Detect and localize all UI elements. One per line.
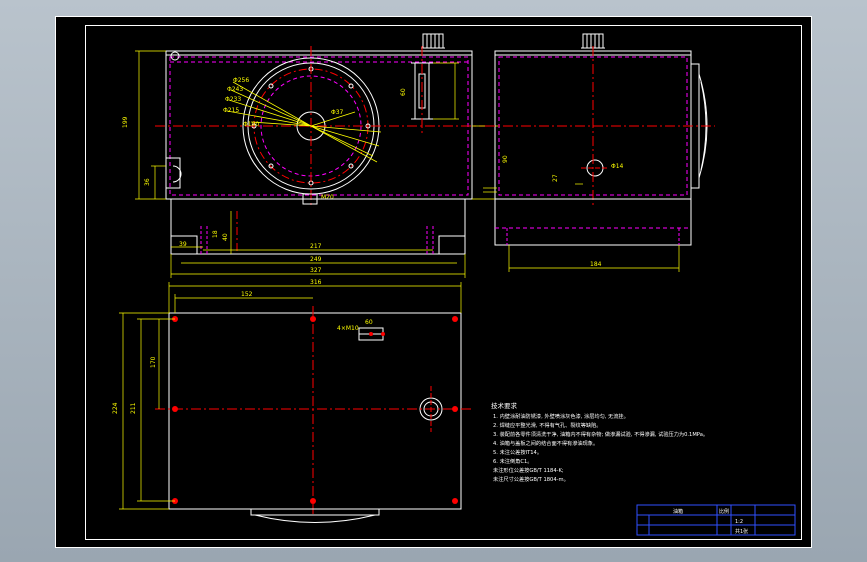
- title-block: 油箱 比例 1:2 共1张: [636, 504, 796, 536]
- dim-right-1: 60: [400, 88, 407, 96]
- base-foot-left: [170, 235, 198, 255]
- sheet-border: [55, 16, 812, 548]
- drain-port: [165, 157, 181, 189]
- dim-left-2: 211: [130, 402, 137, 414]
- top-cover-profile: [250, 508, 380, 516]
- dim-side-width: 184: [590, 261, 602, 268]
- dim-height-lower: 36: [144, 178, 151, 186]
- dim-base-6: 18: [212, 230, 219, 238]
- breather-icon: [170, 51, 180, 61]
- front-view: Φ256 Φ243 Φ233 Φ215 Φ100 Φ37 M20 199 36 …: [122, 33, 509, 278]
- title-cell-4: 共1张: [735, 528, 748, 535]
- dim-base-3: 249: [310, 256, 322, 263]
- dim-base-5: 40: [222, 233, 229, 241]
- note-line: 4. 油箱与盖板之间的结合面不得有渗油现象。: [493, 439, 598, 447]
- side-view: Φ14 27 184: [483, 33, 715, 272]
- dim-base-4: 327: [310, 267, 322, 274]
- dim-left-1: 224: [112, 402, 119, 414]
- leader-label-5: Φ100: [243, 121, 259, 128]
- dim-base-1: 39: [179, 241, 187, 248]
- title-cell-3: 1:2: [735, 519, 743, 525]
- title-block-frame: [636, 504, 796, 536]
- note-line: 未注尺寸公差按GB/T 1804-m。: [493, 475, 569, 483]
- dim-base-2: 217: [310, 243, 322, 250]
- dim-small: 60: [365, 319, 373, 326]
- bolt-hole: [452, 316, 458, 322]
- leader-label-4: Φ215: [223, 107, 239, 114]
- dim-inner: 170: [150, 356, 157, 368]
- title-cell-2: 比例: [719, 508, 729, 515]
- notes-heading: 技术要求: [491, 401, 518, 410]
- title-cell-1: 油箱: [673, 508, 683, 515]
- leader-label-6: Φ37: [331, 109, 344, 116]
- leader-label-1: Φ256: [233, 77, 249, 84]
- leader-label-3: Φ233: [225, 96, 241, 103]
- dim-height-total: 199: [122, 116, 129, 128]
- note-line: 未注形位公差按GB/T 1184-K;: [493, 466, 564, 474]
- note-line: 3. 装配前各零件须清洗干净, 油箱内不得有杂物; 做渗漏试验, 不得渗漏, 试…: [493, 430, 708, 438]
- note-line: 2. 焊缝应平整光滑, 不得有气孔、裂纹等缺陷。: [493, 421, 601, 429]
- technical-notes: 技术要求 1. 内壁涂耐油防锈漆, 外壁喷涂灰色漆, 涂层均匀, 无流挂。 2.…: [491, 401, 708, 483]
- callout-label: 4×M10: [337, 325, 359, 332]
- drawing-sheet: Φ256 Φ243 Φ233 Φ215 Φ100 Φ37 M20 199 36 …: [55, 16, 812, 548]
- top-view: 4×M10 60 316 152 224 211 170: [112, 279, 471, 523]
- note-line: 5. 未注公差按IT14。: [493, 448, 542, 456]
- base-foot-right: [438, 235, 466, 255]
- bolt-hole: [452, 498, 458, 504]
- note-line: 1. 内壁涂耐油防锈漆, 外壁喷涂灰色漆, 涂层均匀, 无流挂。: [493, 412, 629, 420]
- drawing-canvas: Φ256 Φ243 Φ233 Φ215 Φ100 Φ37 M20 199 36 …: [55, 16, 812, 548]
- dim-right-2: 90: [502, 155, 509, 163]
- bottom-label: M20: [321, 194, 334, 201]
- dim-top-1: 152: [241, 291, 253, 298]
- leader-label-2: Φ243: [227, 86, 243, 93]
- dim-side-h: 27: [552, 174, 559, 182]
- note-line: 6. 未注倒角C1。: [493, 457, 532, 465]
- bolt-hole: [452, 406, 458, 412]
- drawing-frame: [85, 25, 802, 540]
- dim-port: Φ14: [611, 163, 624, 170]
- dim-top-2: 316: [310, 279, 322, 286]
- side-base: [494, 198, 692, 246]
